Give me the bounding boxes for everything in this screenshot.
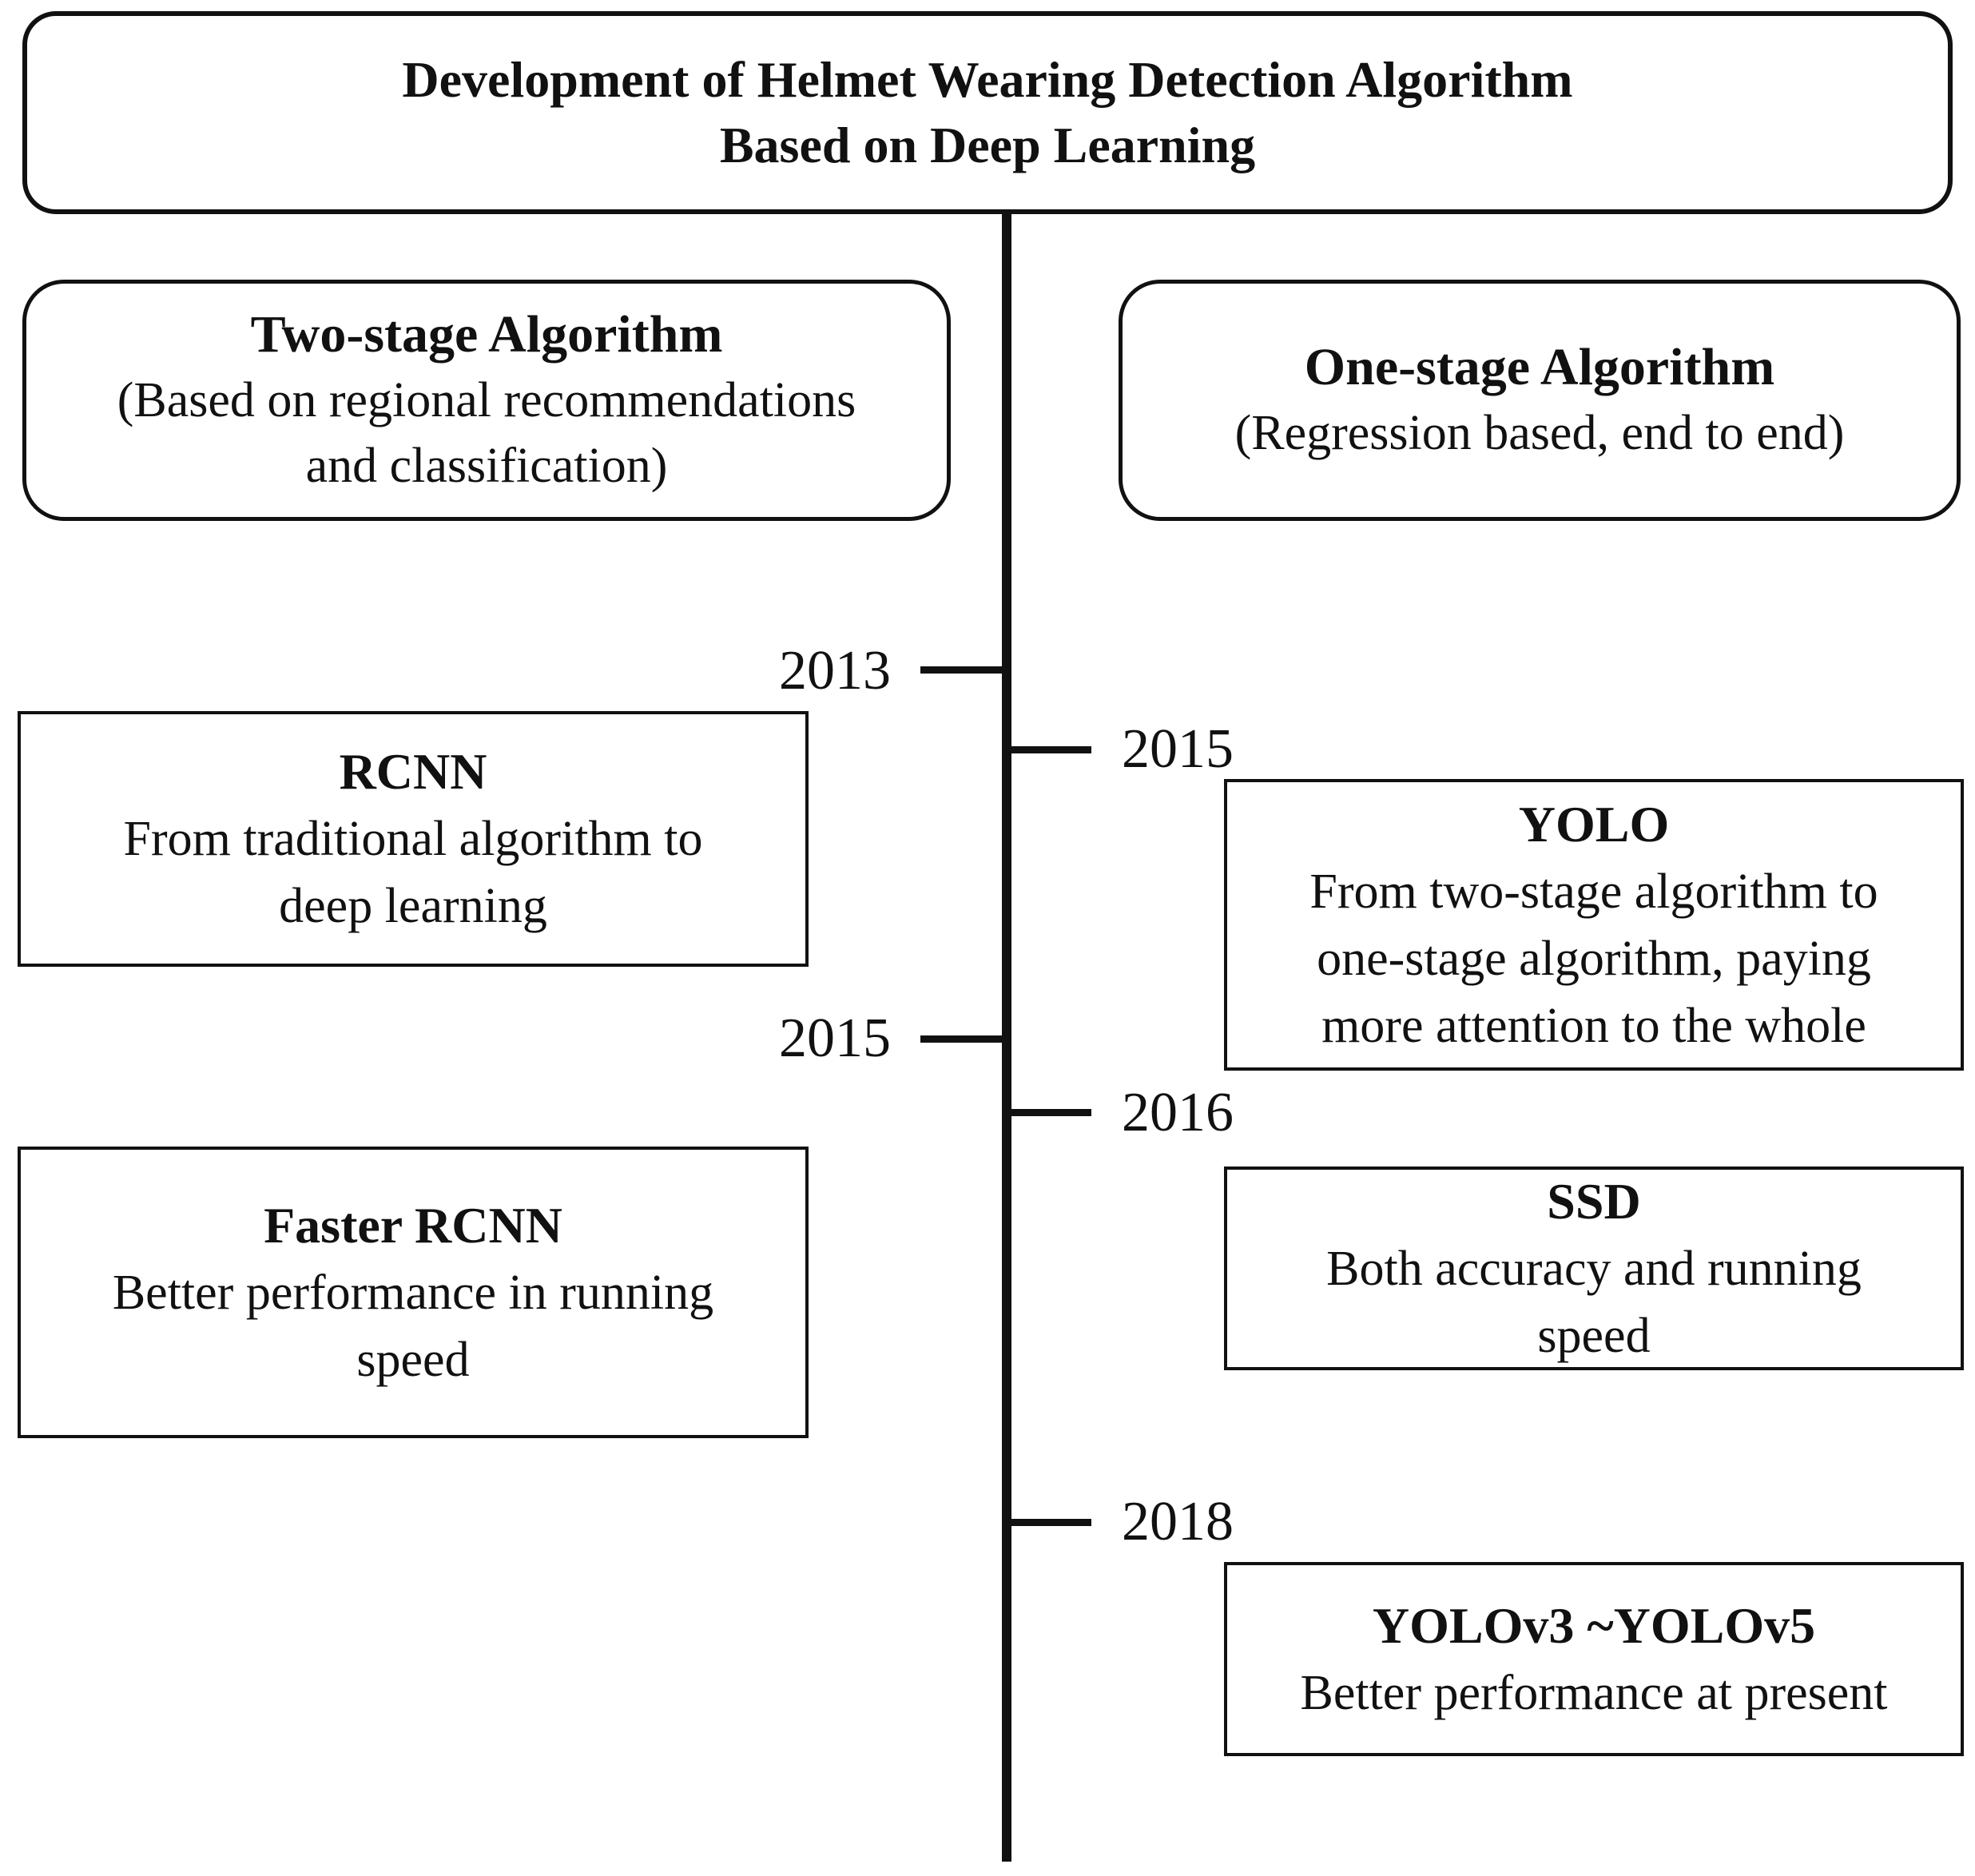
timeline-axis-line bbox=[1002, 214, 1011, 1862]
event-body-faster-rcnn: Better performance in running speed bbox=[112, 1265, 714, 1387]
branch-subtitle-two-stage: (Based on regional recommendations and c… bbox=[117, 373, 856, 493]
event-box-yolo: YOLO From two-stage algorithm to one-sta… bbox=[1224, 779, 1964, 1071]
branch-heading-two-stage: Two-stage Algorithm bbox=[250, 305, 723, 364]
event-body-yolo: From two-stage algorithm to one-stage al… bbox=[1309, 864, 1878, 1053]
year-label-2015-left: 2015 bbox=[779, 1008, 891, 1069]
timeline-tick-2015-left bbox=[920, 1035, 1007, 1043]
event-heading-rcnn: RCNN bbox=[339, 743, 487, 800]
event-heading-faster-rcnn: Faster RCNN bbox=[264, 1196, 562, 1254]
timeline-tick-2018 bbox=[1008, 1519, 1091, 1526]
branch-box-two-stage: Two-stage Algorithm (Based on regional r… bbox=[22, 280, 951, 521]
event-heading-yolov3-yolov5: YOLOv3 ~YOLOv5 bbox=[1372, 1596, 1816, 1654]
timeline-tick-2015-right bbox=[1008, 746, 1091, 753]
year-label-2018: 2018 bbox=[1122, 1491, 1234, 1552]
year-label-2016: 2016 bbox=[1122, 1082, 1234, 1143]
timeline-tick-2016 bbox=[1008, 1109, 1091, 1116]
branch-box-one-stage: One-stage Algorithm (Regression based, e… bbox=[1119, 280, 1961, 521]
event-body-ssd: Both accuracy and running speed bbox=[1326, 1241, 1862, 1363]
event-body-rcnn: From traditional algorithm to deep learn… bbox=[123, 812, 703, 933]
year-label-2013: 2013 bbox=[779, 640, 891, 702]
event-heading-yolo: YOLO bbox=[1518, 795, 1670, 853]
timeline-tick-2013 bbox=[920, 666, 1007, 674]
event-box-yolov3-yolov5: YOLOv3 ~YOLOv5 Better performance at pre… bbox=[1224, 1562, 1964, 1756]
diagram-title-box: Development of Helmet Wearing Detection … bbox=[22, 11, 1953, 214]
event-body-yolov3-yolov5: Better performance at present bbox=[1300, 1665, 1888, 1720]
branch-subtitle-one-stage: (Regression based, end to end) bbox=[1234, 406, 1845, 460]
branch-heading-one-stage: One-stage Algorithm bbox=[1304, 338, 1775, 396]
event-box-ssd: SSD Both accuracy and running speed bbox=[1224, 1167, 1964, 1370]
event-heading-ssd: SSD bbox=[1547, 1172, 1641, 1230]
event-box-faster-rcnn: Faster RCNN Better performance in runnin… bbox=[18, 1147, 809, 1438]
diagram-title: Development of Helmet Wearing Detection … bbox=[402, 51, 1573, 173]
event-box-rcnn: RCNN From traditional algorithm to deep … bbox=[18, 711, 809, 967]
year-label-2015-right: 2015 bbox=[1122, 718, 1234, 780]
